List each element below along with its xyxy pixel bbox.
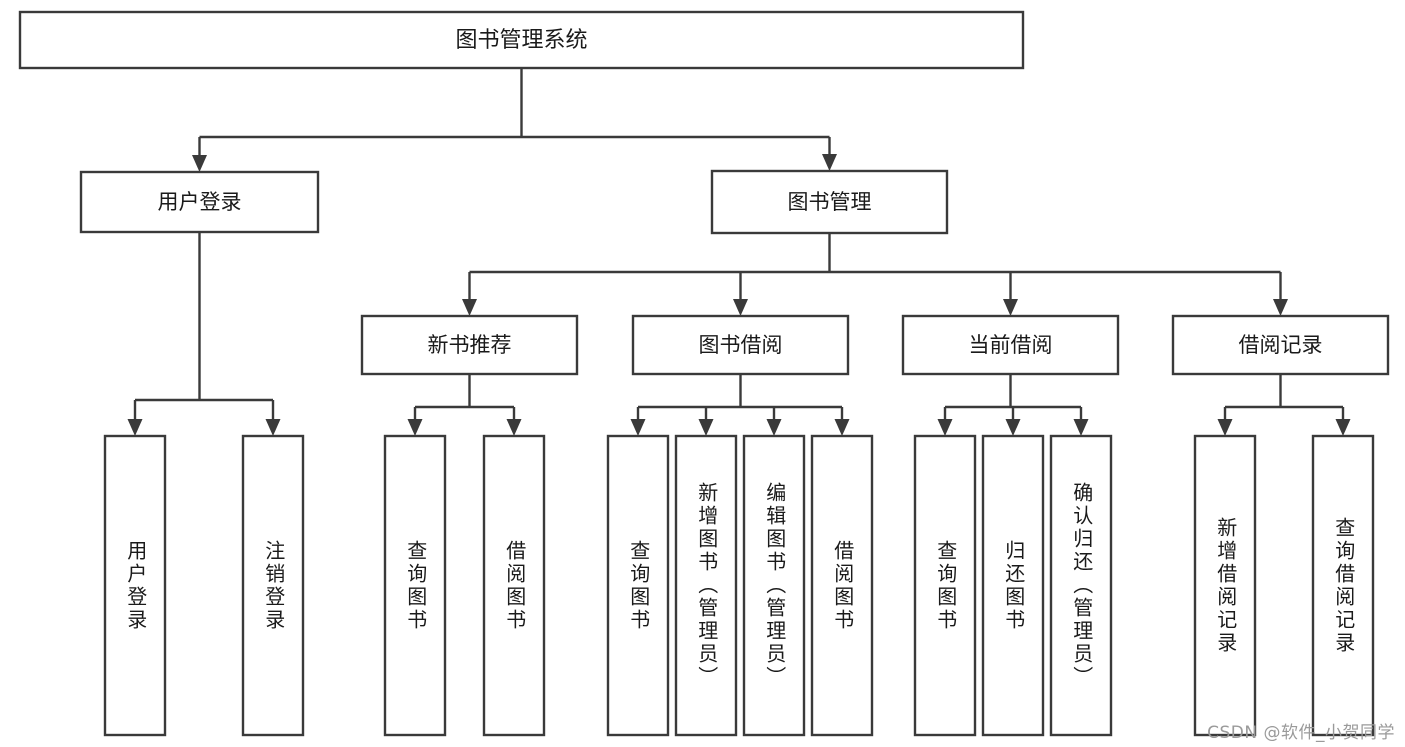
arrow-head-icon <box>265 419 281 436</box>
node-leaf-query-book-1-box[interactable] <box>383 434 447 737</box>
arrow-head-icon <box>822 154 837 171</box>
node-new-book-recommend-box[interactable] <box>360 314 579 376</box>
arrow-head-icon <box>1073 419 1089 436</box>
node-book-borrow-box[interactable] <box>631 314 850 376</box>
arrow-head-icon <box>192 155 207 172</box>
node-leaf-user-logout-box[interactable] <box>241 434 305 737</box>
arrow-head-icon <box>698 419 714 436</box>
node-borrow-record-box[interactable] <box>1171 314 1390 376</box>
watermark-text: CSDN @软件_小贺同学 <box>1207 723 1395 743</box>
node-user-login-label: 用户登录 <box>158 190 242 214</box>
arrow-head-icon <box>462 299 477 316</box>
arrow-head-icon <box>1003 299 1018 316</box>
node-current-borrow-label: 当前借阅 <box>969 333 1053 357</box>
arrow-head-icon <box>1217 419 1233 436</box>
node-new-book-recommend-label: 新书推荐 <box>428 333 512 357</box>
node-book-manage-label: 图书管理 <box>788 190 872 214</box>
arrow-head-icon <box>1273 299 1288 316</box>
node-root-box[interactable] <box>18 10 1025 70</box>
node-leaf-query-book-2-box[interactable] <box>606 434 670 737</box>
node-leaf-confirm-return-box[interactable] <box>1049 434 1113 737</box>
arrow-head-icon <box>766 419 782 436</box>
node-leaf-user-login-box[interactable] <box>103 434 167 737</box>
arrow-head-icon <box>733 299 748 316</box>
arrow-head-icon <box>127 419 143 436</box>
node-user-login-box[interactable] <box>79 170 320 234</box>
node-book-manage-box[interactable] <box>710 169 949 235</box>
node-leaf-return-book-box[interactable] <box>981 434 1045 737</box>
arrow-head-icon <box>937 419 953 436</box>
node-leaf-query-record-box[interactable] <box>1311 434 1375 737</box>
node-leaf-edit-book-box[interactable] <box>742 434 806 737</box>
node-leaf-query-book-3-box[interactable] <box>913 434 977 737</box>
boxes-layer <box>18 10 1390 737</box>
arrow-head-icon <box>630 419 646 436</box>
arrow-head-icon <box>1005 419 1021 436</box>
node-leaf-add-book-box[interactable] <box>674 434 738 737</box>
node-leaf-borrow-book-2-box[interactable] <box>810 434 874 737</box>
connectors-layer <box>127 68 1351 436</box>
arrow-head-icon <box>1335 419 1351 436</box>
arrow-head-icon <box>407 419 423 436</box>
node-root-label: 图书管理系统 <box>455 28 587 53</box>
arrow-head-icon <box>506 419 522 436</box>
node-book-borrow-label: 图书借阅 <box>699 333 783 357</box>
node-leaf-add-record-box[interactable] <box>1193 434 1257 737</box>
arrow-head-icon <box>834 419 850 436</box>
node-borrow-record-label: 借阅记录 <box>1239 333 1323 357</box>
node-current-borrow-box[interactable] <box>901 314 1120 376</box>
node-leaf-borrow-book-1-box[interactable] <box>482 434 546 737</box>
